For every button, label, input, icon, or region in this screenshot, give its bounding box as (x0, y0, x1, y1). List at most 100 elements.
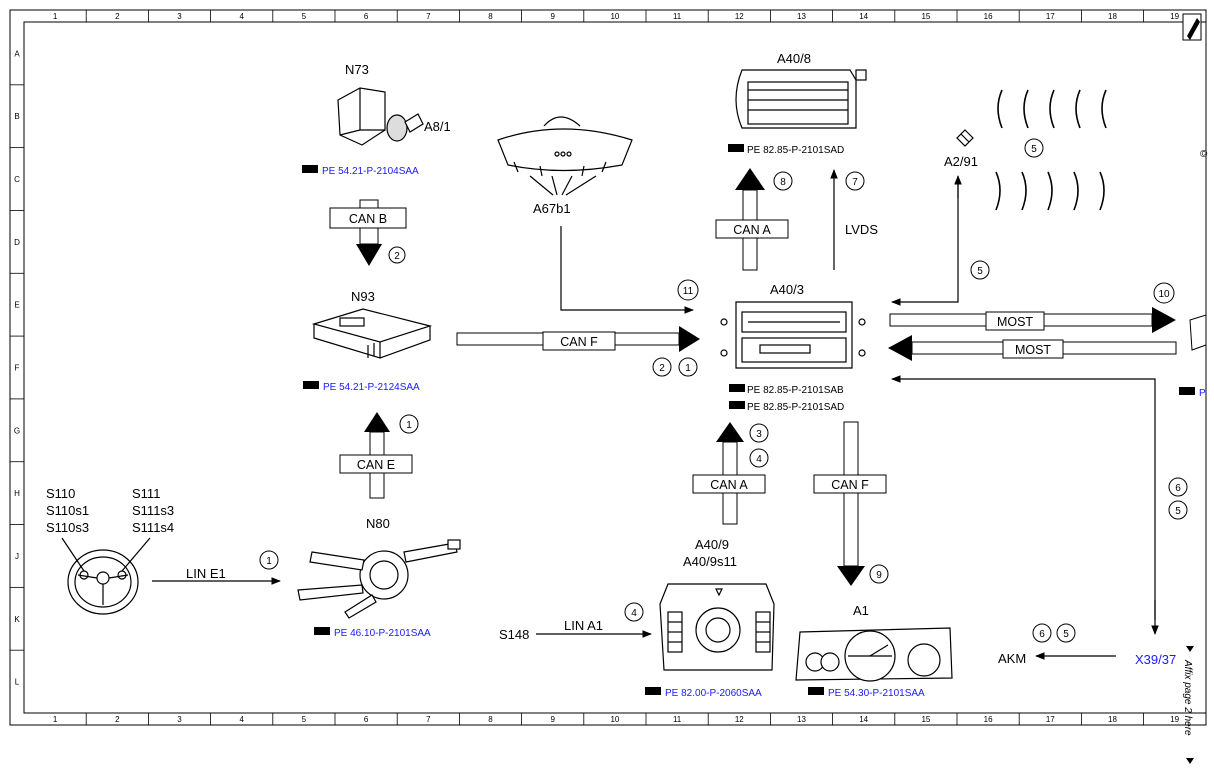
ref-a40-3-1[interactable]: PE 82.85-P-2101SAB (729, 384, 844, 396)
row-label: D (14, 238, 20, 247)
col-label-bottom: 7 (426, 715, 431, 724)
a40-3-headunit-icon (720, 301, 866, 369)
label-a67b1: A67b1 (533, 201, 571, 216)
a67b1-line (560, 226, 694, 314)
label-s110: S110 (46, 486, 75, 501)
svg-text:7: 7 (852, 177, 858, 188)
can-b-label: CAN B (349, 212, 387, 226)
svg-text:8: 8 (780, 177, 786, 188)
col-label-top: 3 (177, 12, 182, 21)
col-label-top: 12 (735, 12, 744, 21)
affix-marker-bottom (1186, 758, 1194, 764)
ref-n80[interactable]: PE 46.10-P-2101SAA (314, 627, 431, 639)
svg-text:4: 4 (756, 454, 762, 465)
ref-a1[interactable]: PE 54.30-P-2101SAA (808, 687, 925, 699)
ref-a40-8[interactable]: PE 82.85-P-2101SAD (728, 144, 844, 156)
marker-lin-e1: 1 (259, 550, 279, 570)
label-s111s4: S111s4 (132, 520, 174, 535)
col-label-top: 19 (1170, 12, 1179, 21)
svg-text:2: 2 (394, 251, 400, 262)
svg-text:6: 6 (1039, 629, 1045, 640)
affix-marker-top (1186, 646, 1194, 652)
label-a40-9s11: A40/9s11 (683, 554, 737, 569)
svg-text:PE 82.85-P-2101SAD: PE 82.85-P-2101SAD (747, 402, 844, 413)
ref-a40-3-2[interactable]: PE 82.85-P-2101SAD (729, 401, 844, 413)
can-f-bottom-shaft (843, 421, 859, 567)
col-label-top: 8 (488, 12, 493, 21)
label-s110s1: S110s1 (46, 503, 89, 518)
marker-n93-in: 1 (399, 414, 419, 434)
col-label-bottom: 11 (673, 715, 682, 724)
can-a-bottom-box (692, 474, 766, 494)
col-label-bottom: 10 (610, 715, 619, 724)
lvds-label: LVDS (845, 222, 878, 237)
most-top-label: MOST (997, 315, 1033, 329)
svg-text:4: 4 (631, 608, 637, 619)
col-label-top: 1 (53, 12, 58, 21)
svg-text:PE 82.00-P-2060SAA: PE 82.00-P-2060SAA (665, 688, 762, 699)
ref-n73[interactable]: PE 54.21-P-2104SAA (302, 165, 419, 177)
corner-icon (1182, 13, 1202, 41)
right-module-cut-icon (1189, 314, 1207, 351)
svg-text:PE 54.21-P-2124SAA: PE 54.21-P-2124SAA (323, 382, 420, 393)
row-label: F (15, 364, 20, 373)
can-f-label: CAN F (560, 335, 598, 349)
most-top-head (1152, 307, 1176, 333)
col-label-bottom: 13 (797, 715, 806, 724)
col-label-bottom: 15 (921, 715, 930, 724)
n73-ignition-icon (337, 87, 424, 146)
col-label-top: 18 (1108, 12, 1117, 21)
label-s111s3: S111s3 (132, 503, 174, 518)
label-a8-1: A8/1 (424, 119, 451, 134)
col-label-top: 7 (426, 12, 431, 21)
a67b1-mirror-icon (497, 116, 633, 196)
label-n80: N80 (366, 516, 390, 531)
label-a40-3: A40/3 (770, 282, 804, 297)
col-label-bottom: 5 (302, 715, 307, 724)
can-b-box (329, 207, 407, 229)
col-label-top: 16 (984, 12, 993, 21)
can-f-box (542, 331, 616, 351)
marker-x39-5: 5 (1168, 500, 1188, 520)
can-a-bottom-head (716, 422, 744, 442)
a1-instrument-cluster-icon (795, 627, 953, 682)
svg-text:PE 46.10-P-2101SAA: PE 46.10-P-2101SAA (334, 628, 431, 639)
col-label-top: 5 (302, 12, 307, 21)
label-a40-8: A40/8 (777, 51, 811, 66)
svg-text:5: 5 (1175, 506, 1181, 517)
col-label-bottom: 18 (1108, 715, 1117, 724)
col-label-top: 13 (797, 12, 806, 21)
can-b-arrow-head (356, 244, 382, 266)
svg-text:PE 82.85-P-2101SAD: PE 82.85-P-2101SAD (747, 145, 844, 156)
ref-right-cut[interactable]: P (1179, 387, 1206, 399)
can-a-top-label: CAN A (733, 223, 771, 237)
col-label-top: 14 (859, 12, 868, 21)
marker-a2-5: 5 (970, 260, 990, 280)
marker-lvds-7: 7 (845, 171, 865, 191)
n80-column-switch-icon (297, 539, 461, 619)
col-label-top: 15 (921, 12, 930, 21)
svg-text:PE 82.85-P-2101SAB: PE 82.85-P-2101SAB (747, 385, 844, 396)
col-label-bottom: 14 (859, 715, 868, 724)
label-n73: N73 (345, 62, 369, 77)
svg-text:5: 5 (977, 266, 983, 277)
marker-cana-3: 3 (749, 423, 769, 443)
label-s111: S111 (132, 486, 160, 501)
marker-canf-2: 2 (652, 357, 672, 377)
marker-canf-9: 9 (869, 564, 889, 584)
n93-module-icon (311, 308, 433, 359)
row-label: E (14, 301, 19, 310)
label-s110s3: S110s3 (46, 520, 89, 535)
can-e-box (339, 454, 413, 474)
label-n93: N93 (351, 289, 375, 304)
ref-n93[interactable]: PE 54.21-P-2124SAA (303, 381, 420, 393)
svg-text:9: 9 (876, 570, 882, 581)
svg-text:2: 2 (659, 363, 665, 374)
svg-text:1: 1 (685, 363, 691, 374)
marker-akm-6: 6 (1032, 623, 1052, 643)
row-label: H (14, 489, 20, 498)
ref-a40-9[interactable]: PE 82.00-P-2060SAA (645, 687, 762, 699)
